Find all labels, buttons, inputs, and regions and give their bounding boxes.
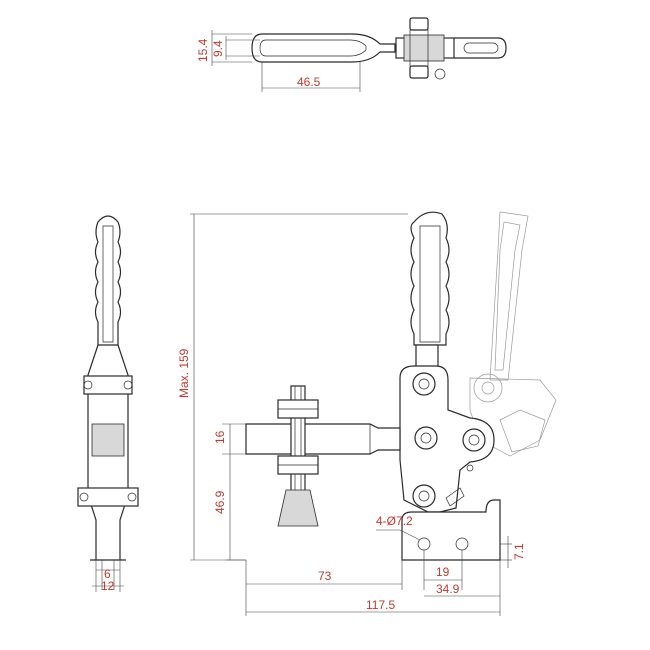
front-small-slot	[445, 487, 465, 507]
side-body-block	[91, 423, 125, 457]
dim-arm-height: 46.9	[213, 490, 227, 514]
side-pivot-upper	[83, 375, 133, 395]
side-pin-3	[79, 492, 89, 502]
side-grip-inner	[102, 225, 114, 343]
front-view	[190, 211, 557, 616]
front-body	[399, 365, 495, 513]
side-pivot-lower	[77, 487, 139, 507]
dim-side-outer: 12	[101, 579, 115, 593]
front-spindle	[277, 385, 319, 527]
dim-arm-thickness: 16	[213, 430, 227, 444]
dim-hole-spacing: 19	[436, 565, 450, 579]
front-pivot-mid	[414, 426, 438, 450]
front-pivot-right	[462, 428, 486, 452]
dim-top-slot: 9.4	[211, 40, 225, 57]
dim-spindle-reach: 73	[318, 569, 332, 583]
top-cap-lower	[409, 65, 429, 79]
side-grip-outline	[94, 215, 122, 346]
front-rivet	[466, 464, 474, 472]
dim-top-width: 15.4	[196, 38, 210, 62]
front-pivot-right-inner	[468, 434, 480, 446]
front-pivot-low	[412, 484, 436, 508]
top-handle-slot	[259, 39, 367, 57]
front-pivot-top-inner	[418, 378, 430, 390]
front-ghost-open-position	[469, 211, 557, 457]
top-pivot-block	[403, 34, 445, 62]
side-pin-2	[123, 380, 133, 390]
dim-side-inner: 6	[104, 567, 111, 581]
dim-hole-offset: 7.1	[512, 543, 526, 560]
dim-holes: 4-Ø7.2	[376, 514, 413, 528]
front-pivot-top	[412, 372, 436, 396]
side-pin-4	[127, 492, 137, 502]
top-pin	[409, 29, 429, 67]
dim-max-height: Max. 159	[177, 348, 191, 398]
front-arm	[245, 423, 401, 455]
top-view	[211, 17, 507, 92]
top-spindle-bar	[454, 37, 507, 59]
dim-base-length: 34.9	[436, 582, 460, 596]
front-handle-grip	[410, 211, 450, 346]
dim-top-length: 46.5	[297, 75, 321, 89]
spindle-rubber-tip	[277, 489, 319, 527]
top-handle-outline	[251, 33, 396, 63]
dimension-labels: 15.4 9.4 46.5 Max. 159 16 46.9 4-Ø7.2 7.…	[101, 38, 526, 612]
front-handle-inner	[419, 225, 441, 343]
front-pivot-mid-inner	[420, 432, 432, 444]
side-view	[77, 215, 139, 592]
top-small-pin	[434, 68, 446, 80]
front-base	[401, 499, 501, 561]
front-pivot-low-inner	[418, 490, 430, 502]
top-cap-upper	[409, 17, 429, 31]
dim-overall-length: 117.5	[366, 598, 395, 612]
top-spindle-slot	[463, 42, 499, 54]
side-pin-1	[83, 380, 93, 390]
